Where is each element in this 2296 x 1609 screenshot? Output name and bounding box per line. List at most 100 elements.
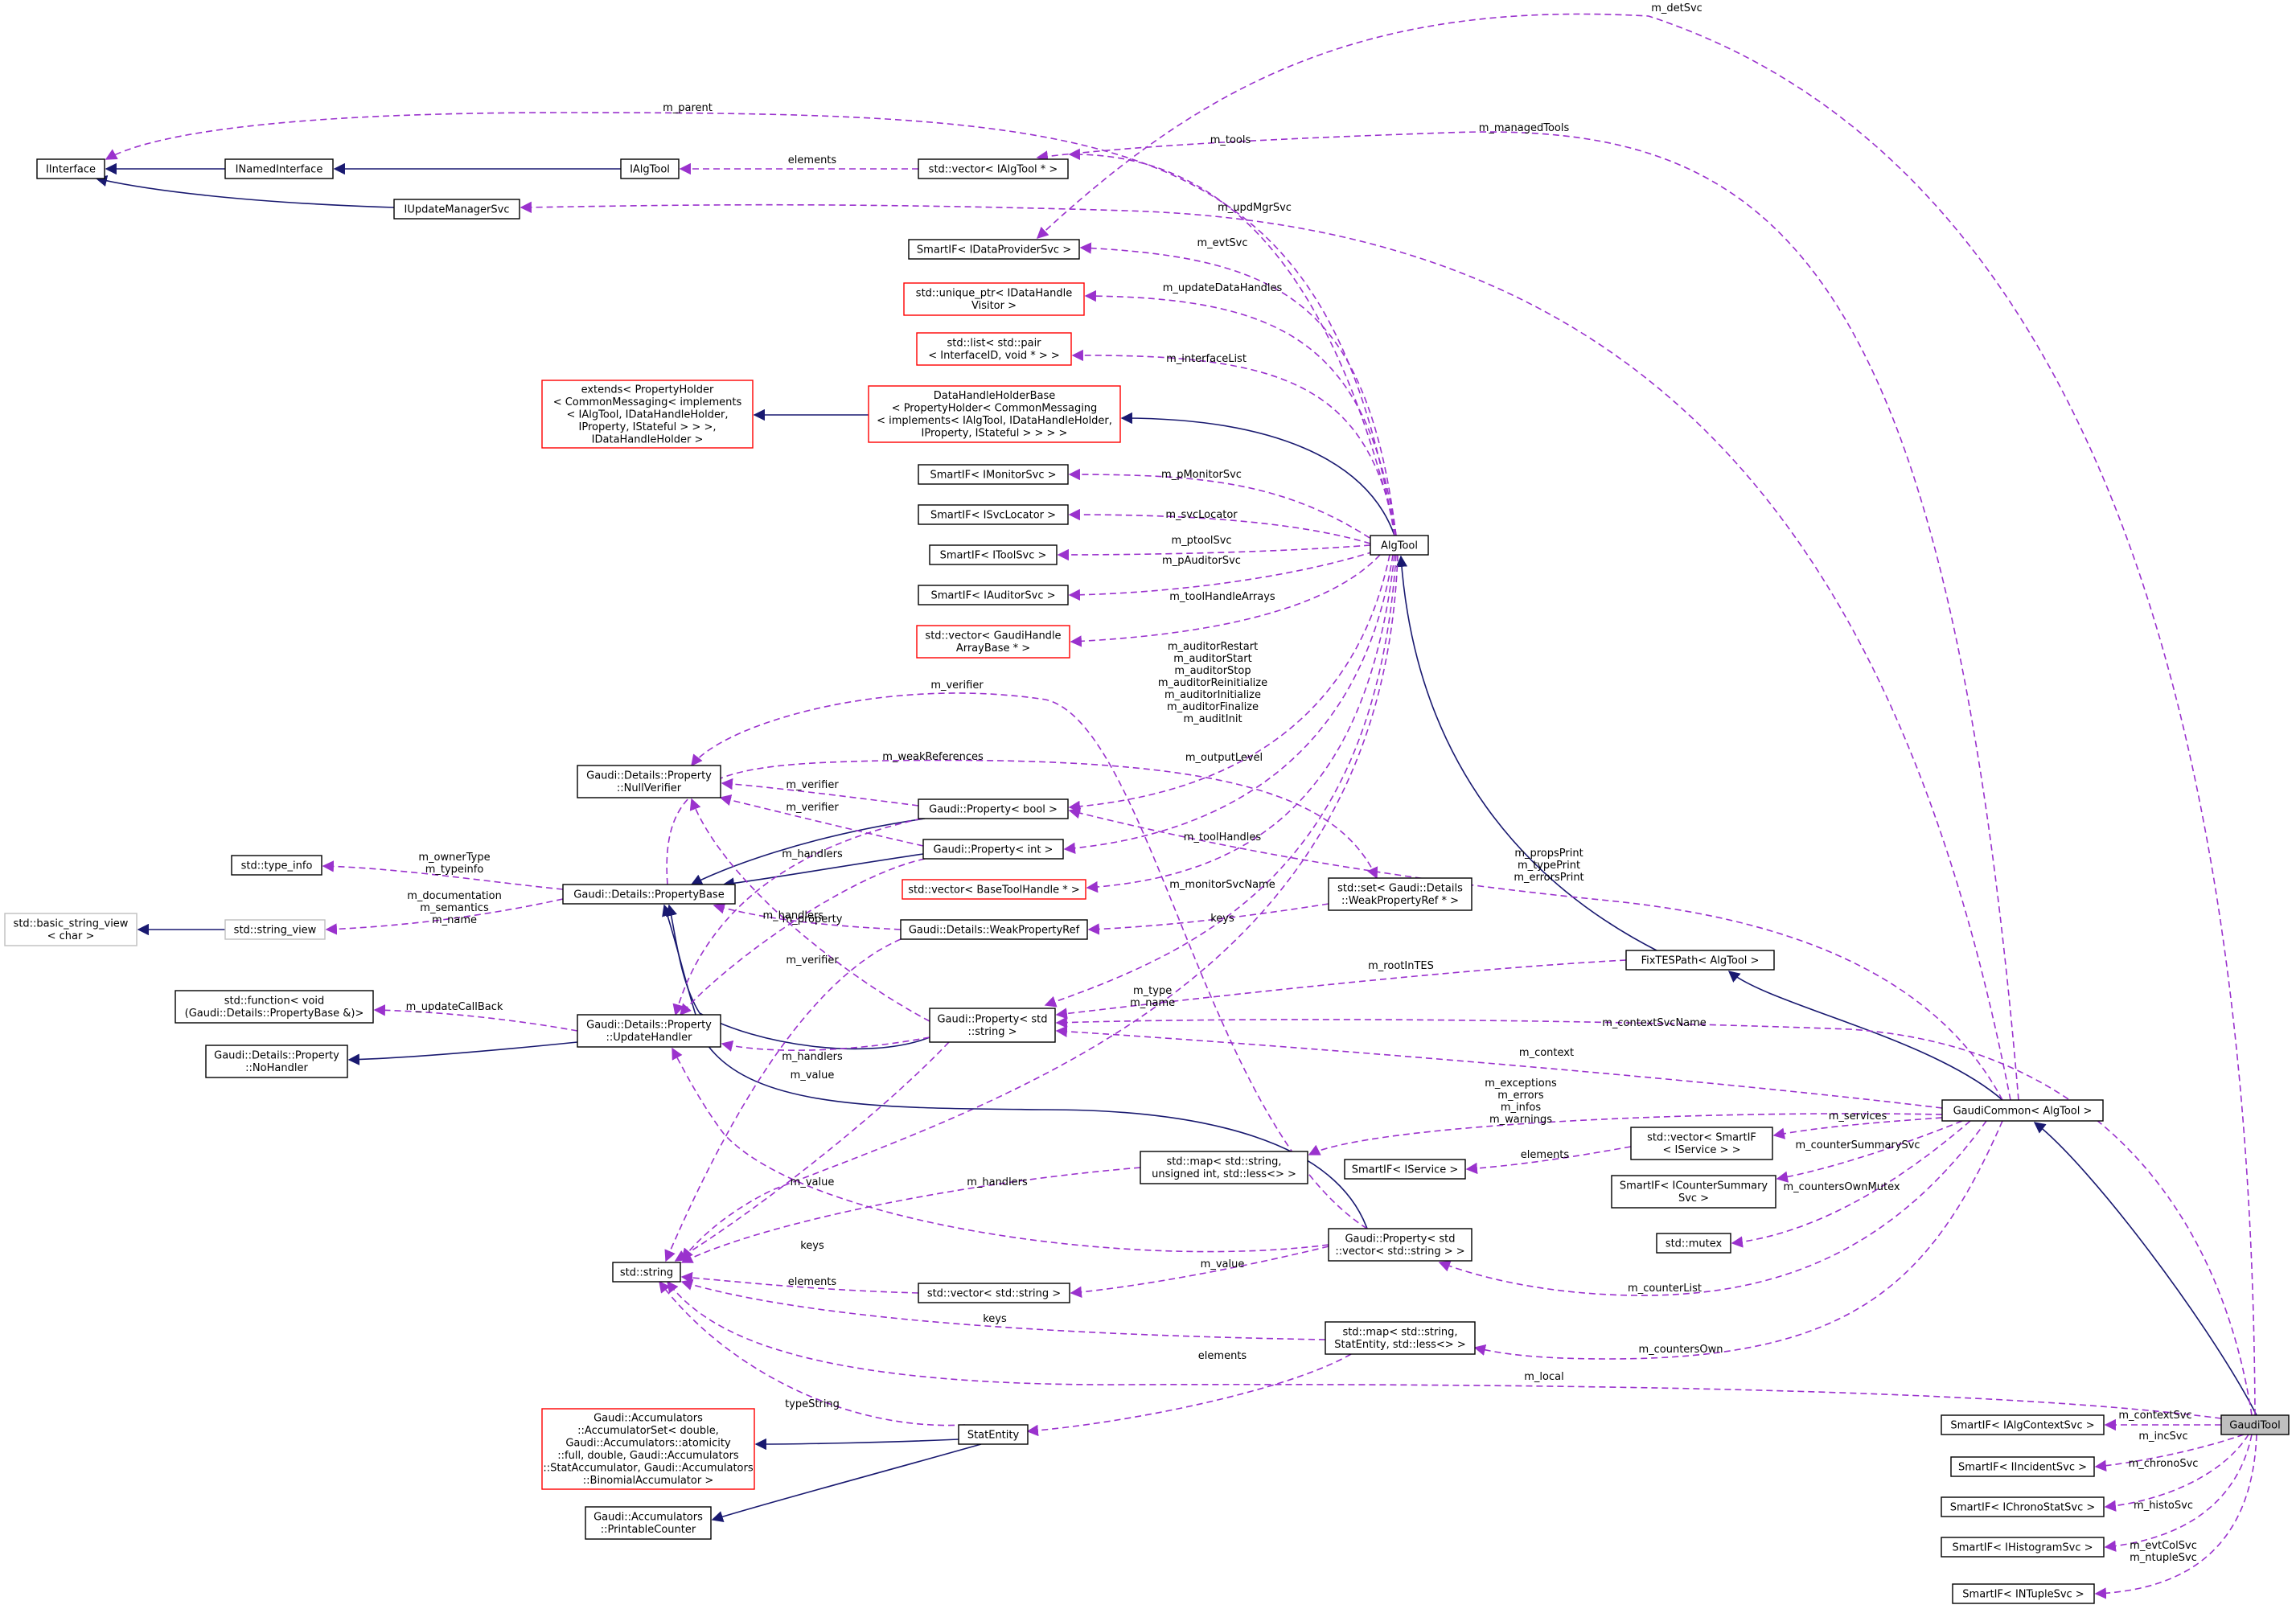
usage-edge-gaudi-common-to-smart-icounter-summary [1776,1120,1963,1183]
node-data-handle-holder-base[interactable]: DataHandleHolderBase< PropertyHolder< Co… [868,385,1121,443]
node-box [36,158,105,179]
inheritance-edge-alg-tool-to-data-handle-holder-base [1120,412,1395,536]
node-label: std::vector< IAlgTool * > [929,163,1058,175]
node-extends[interactable]: extends< PropertyHolder< CommonMessaging… [541,380,754,449]
usage-edge-prop-string-to-update-handler [721,1036,930,1052]
node-update-handler[interactable]: Gaudi::Details::Property::UpdateHandler [577,1014,721,1048]
node-label: ::NoHandler [245,1062,308,1074]
usage-edge-prop-vec-string-to-vec-string [1070,1246,1329,1298]
edge-line [672,818,922,1016]
node-type-info[interactable]: std::type_info [231,855,322,876]
edge-line [1070,1246,1329,1298]
node-vec-string[interactable]: std::vector< std::string > [918,1283,1070,1303]
node-std-string[interactable]: std::string [612,1262,681,1283]
node-basic-string-view[interactable]: std::basic_string_view< char > [4,913,138,946]
node-smart-idata-provider[interactable]: SmartIF< IDataProviderSvc > [908,239,1080,260]
node-smart-imonitor[interactable]: SmartIF< IMonitorSvc > [918,464,1069,485]
node-label: ArrayBase * > [956,642,1030,655]
node-prop-bool[interactable]: Gaudi::Property< bool > [918,798,1069,819]
edge-line [2104,1434,2249,1512]
node-box [918,464,1069,485]
node-string-view[interactable]: std::string_view [224,919,326,940]
edge-line [1772,1117,1943,1139]
node-label: ::full, double, Gaudi::Accumulators [557,1450,739,1462]
node-property-base[interactable]: Gaudi::Details::PropertyBase [562,884,736,905]
usage-edge-alg-tool-to-smart-iauditor [1068,551,1374,601]
usage-edge-alg-tool-to-smart-itool-svc [1057,544,1371,561]
node-vec-smart-iservice[interactable]: std::vector< SmartIF< IService > > [1630,1127,1773,1160]
node-prop-string[interactable]: Gaudi::Property< std::string > [929,1008,1056,1043]
edge-label: m_interfaceList [1166,353,1247,365]
usage-edge-alg-tool-to-smart-imonitor [1068,468,1379,544]
node-printable-counter[interactable]: Gaudi::Accumulators::PrintableCounter [585,1506,712,1540]
edge-label: m_context [1519,1047,1574,1059]
node-smart-iauditor[interactable]: SmartIF< IAuditorSvc > [918,585,1069,605]
node-label: < implements< IAlgTool, IDataHandleHolde… [877,415,1112,427]
node-map-unsigned[interactable]: std::map< std::string,unsigned int, std:… [1140,1151,1308,1184]
node-label: std::string_view [234,924,317,936]
node-smart-ichrono-stat[interactable]: SmartIF< IChronoStatSvc > [1941,1496,2105,1517]
edge-line [1071,349,1397,536]
usage-edge-map-stat-entity-to-std-string [680,1279,1326,1340]
edge-line [691,692,1368,1229]
edge-label: m_auditorFinalize [1167,701,1259,713]
edge-label: m_propsPrint [1514,848,1583,860]
edge-label: m_monitorSvcName [1169,879,1275,891]
edge-line [322,860,564,890]
node-gaudi-common[interactable]: GaudiCommon< AlgTool > [1941,1099,2104,1122]
node-no-handler[interactable]: Gaudi::Details::Property::NoHandler [205,1045,348,1078]
node-smart-intuple[interactable]: SmartIF< INTupleSvc > [1952,1583,2095,1604]
node-ialg-tool[interactable]: IAlgTool [620,158,680,179]
usage-edge-gaudi-common-to-std-mutex [1731,1120,1971,1248]
node-smart-iincident[interactable]: SmartIF< IIncidentSvc > [1950,1456,2095,1477]
node-smart-ihistogram[interactable]: SmartIF< IHistogramSvc > [1941,1537,2105,1558]
node-gaudi-tool[interactable]: GaudiTool [2220,1414,2290,1435]
node-smart-ialg-context[interactable]: SmartIF< IAlgContextSvc > [1941,1414,2105,1435]
node-prop-int[interactable]: Gaudi::Property< int > [922,839,1064,860]
edge-label: m_ptoolSvc [1171,535,1231,547]
node-smart-isvc-locator[interactable]: SmartIF< ISvcLocator > [918,504,1069,525]
node-vec-base-tool-handle[interactable]: std::vector< BaseToolHandle * > [902,879,1086,900]
edge-line [1308,1113,1943,1155]
node-prop-vec-string[interactable]: Gaudi::Property< std::vector< std::strin… [1328,1228,1472,1262]
node-box [900,919,1088,940]
edge-line [664,938,902,1262]
node-std-function[interactable]: std::function< void(Gaudi::Details::Prop… [175,990,374,1024]
edge-label: elements [788,1276,837,1288]
node-list-pair[interactable]: std::list< std::pair< InterfaceID, void … [916,332,1072,366]
node-null-verifier[interactable]: Gaudi::Details::Property::NullVerifier [577,765,721,798]
node-stat-entity[interactable]: StatEntity [958,1424,1029,1445]
node-fix-tespath[interactable]: FixTESPath< AlgTool > [1625,950,1775,971]
node-map-stat-entity[interactable]: std::map< std::string,StatEntity, std::l… [1325,1321,1476,1355]
node-label: SmartIF< ISvcLocator > [930,509,1056,521]
node-alg-tool[interactable]: AlgTool [1370,535,1429,556]
node-box [916,332,1072,366]
usage-edge-alg-tool-to-prop-int [1063,554,1394,854]
usage-edge-prop-int-to-null-verifier [719,794,924,847]
edge-label: m_infos [1501,1102,1542,1114]
usage-edge-alg-tool-to-smart-isvc-locator [1068,508,1371,544]
node-label: SmartIF< INTupleSvc > [1962,1588,2084,1600]
node-box [918,585,1069,605]
node-label: GaudiTool [2229,1419,2280,1431]
node-inamed-interface[interactable]: INamedInterface [224,158,334,179]
usage-edge-prop-int-to-update-handler [680,858,926,1016]
edge-label: m_semantics [420,902,489,914]
node-iupdate-manager-svc[interactable]: IUpdateManagerSvc [393,199,520,220]
usage-edge-map-stat-entity-to-stat-entity [1026,1353,1352,1437]
node-weak-property-ref[interactable]: Gaudi::Details::WeakPropertyRef [900,919,1088,940]
node-smart-itool-svc[interactable]: SmartIF< IToolSvc > [929,544,1058,565]
node-vec-ialg-tool[interactable]: std::vector< IAlgTool * > [918,158,1069,179]
node-set-weak-ref[interactable]: std::set< Gaudi::Details::WeakPropertyRe… [1328,877,1472,911]
node-box [612,1262,681,1283]
node-box [4,913,138,946]
node-smart-iservice[interactable]: SmartIF< IService > [1344,1159,1466,1180]
edges-layer [95,13,2257,1599]
node-iinterface[interactable]: IInterface [36,158,105,179]
node-accumulator-set[interactable]: Gaudi::Accumulators::AccumulatorSet< dou… [541,1408,755,1490]
node-std-mutex[interactable]: std::mutex [1656,1233,1731,1254]
